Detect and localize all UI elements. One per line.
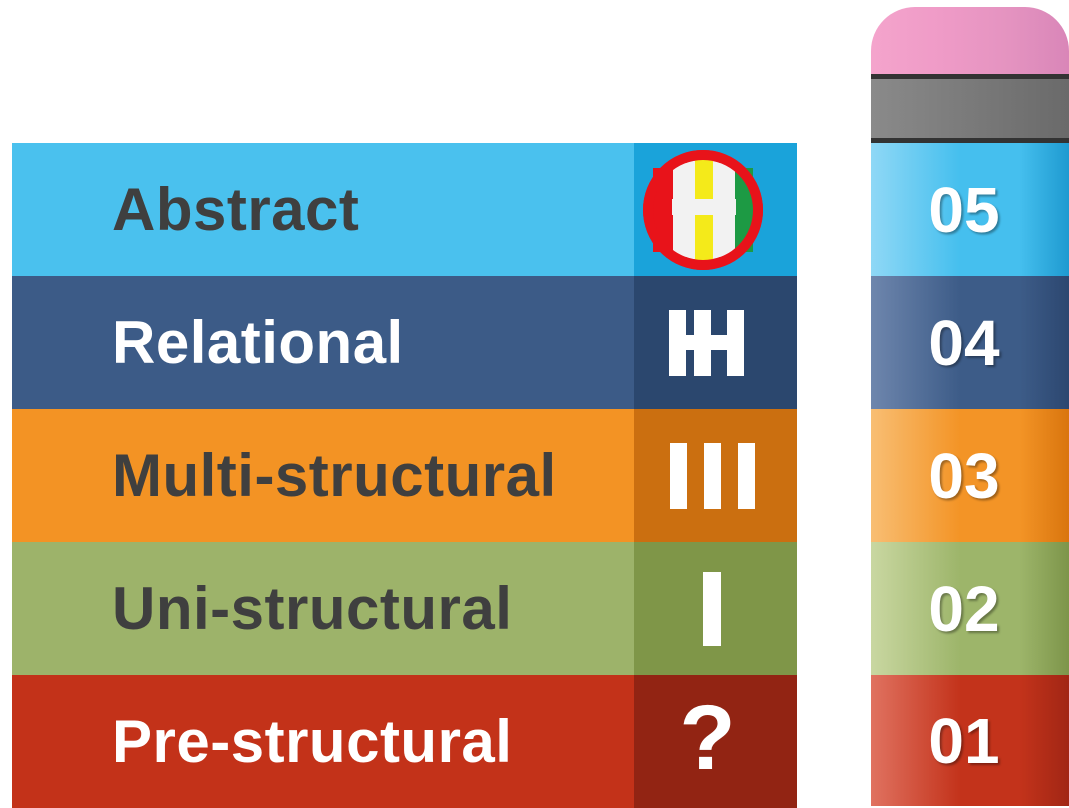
solo-levels: Abstract Relational bbox=[12, 143, 797, 808]
pencil-number-02: 02 bbox=[928, 572, 1000, 645]
pencil-band-05: 05 bbox=[871, 143, 1069, 276]
level-label-uni-structural: Uni-structural bbox=[112, 575, 513, 642]
level-label-abstract: Abstract bbox=[112, 176, 360, 243]
pencil-number-03: 03 bbox=[928, 439, 1000, 512]
uni-structural-icon bbox=[634, 542, 797, 675]
pencil-number-01: 01 bbox=[928, 704, 1000, 777]
relational-icon bbox=[634, 276, 797, 409]
question-mark-glyph: ? bbox=[679, 686, 736, 789]
pencil-eraser bbox=[871, 7, 1069, 74]
pencil-ferrule bbox=[871, 74, 1069, 143]
level-row-relational: Relational bbox=[12, 276, 797, 409]
pencil-band-03: 03 bbox=[871, 409, 1069, 542]
pencil-band-02: 02 bbox=[871, 542, 1069, 675]
level-row-pre-structural: Pre-structural ? bbox=[12, 675, 797, 808]
multi-structural-icon bbox=[634, 409, 797, 542]
level-row-multi-structural: Multi-structural bbox=[12, 409, 797, 542]
pencil-number-04: 04 bbox=[928, 306, 1000, 379]
pencil-graphic: 05 04 03 02 01 bbox=[871, 0, 1069, 806]
level-label-relational: Relational bbox=[112, 309, 404, 376]
pencil-band-01: 01 bbox=[871, 675, 1069, 806]
abstract-icon bbox=[634, 143, 797, 276]
level-label-pre-structural: Pre-structural bbox=[112, 708, 513, 775]
pencil-band-04: 04 bbox=[871, 276, 1069, 409]
level-label-multi-structural: Multi-structural bbox=[112, 442, 557, 509]
level-row-abstract: Abstract bbox=[12, 143, 797, 276]
pencil-number-05: 05 bbox=[928, 173, 1000, 246]
question-mark-icon: ? bbox=[634, 675, 797, 808]
level-row-uni-structural: Uni-structural bbox=[12, 542, 797, 675]
